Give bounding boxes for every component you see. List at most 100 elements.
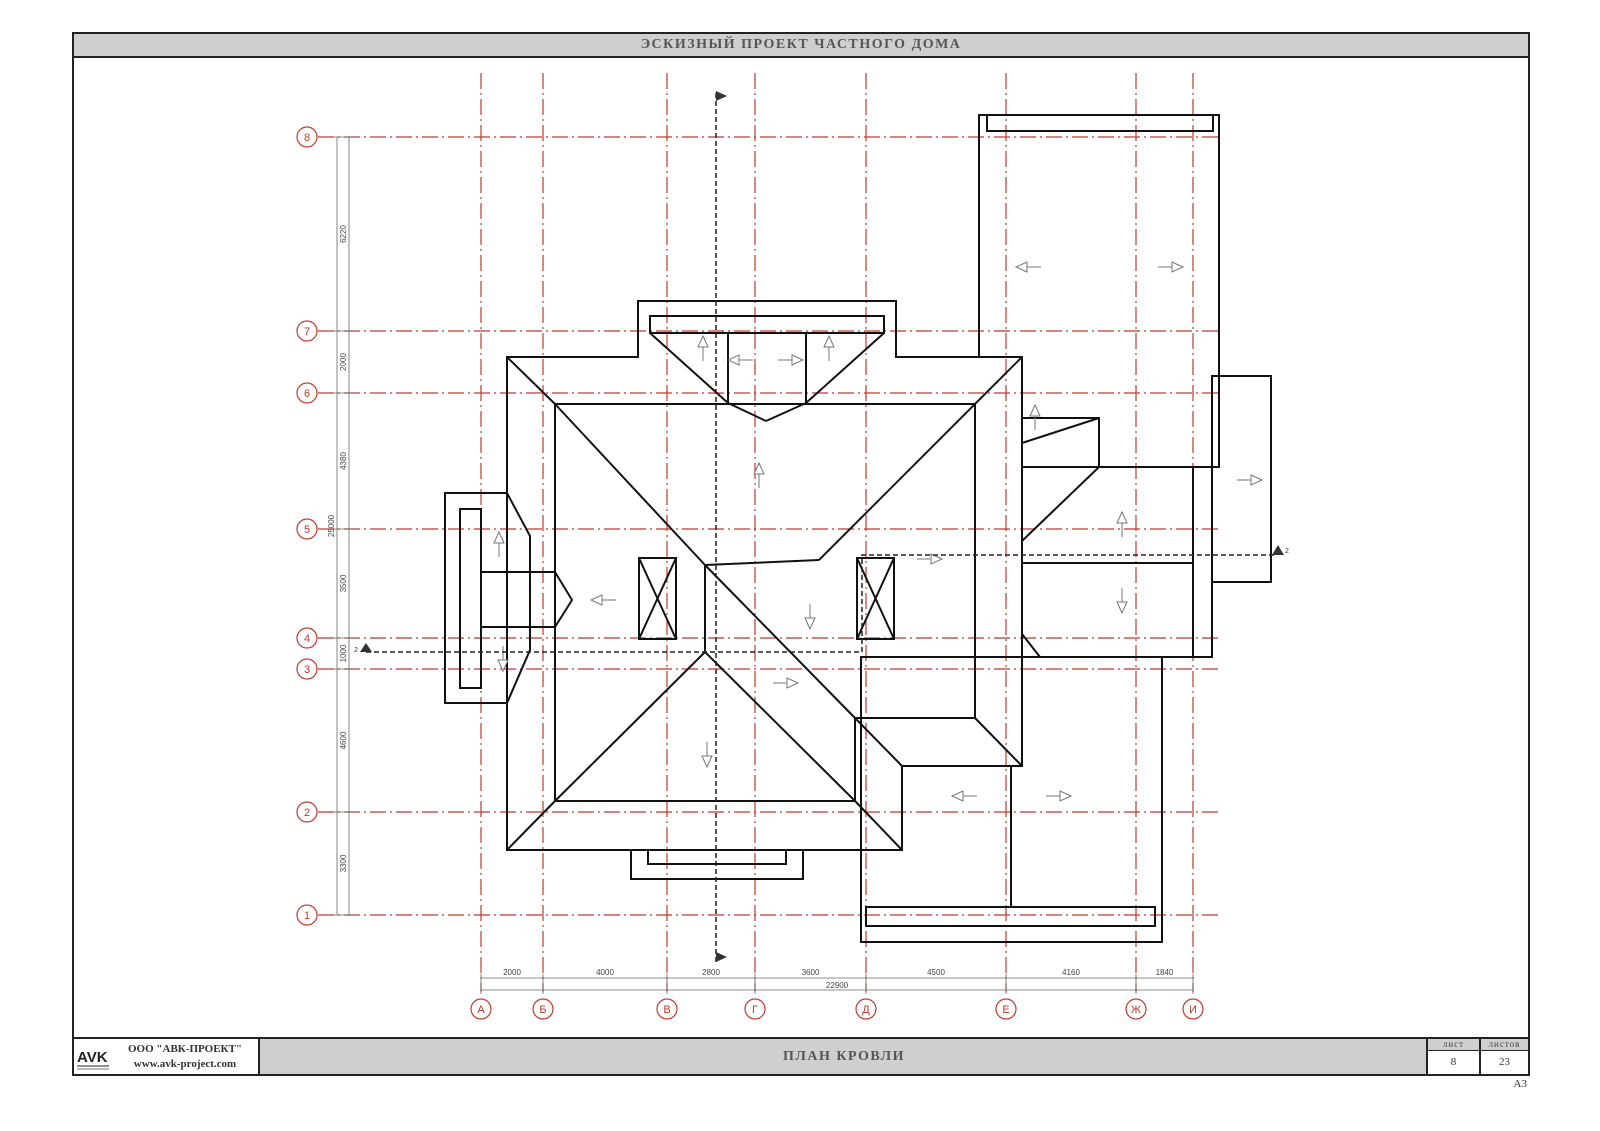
axis-label-2: 2	[304, 807, 310, 819]
sheets-total-cell: листов 23	[1479, 1039, 1528, 1074]
slope-arrow-3	[697, 334, 709, 361]
slope-arrow-18	[701, 742, 713, 769]
axis-label-6: 6	[304, 388, 310, 400]
dim-col-6: 4160	[1062, 968, 1080, 977]
roof-ridge-17	[765, 402, 807, 422]
axis-bubble-5	[296, 518, 318, 540]
axis-label-А: А	[477, 1004, 485, 1016]
axis-label-Г: Г	[752, 1004, 758, 1016]
slope-arrow-12	[1116, 510, 1128, 537]
roof-ridge-4	[854, 800, 903, 851]
roof-ridge-28	[856, 557, 895, 640]
axis-label-Д: Д	[862, 1004, 870, 1016]
dim-row-7: 6220	[339, 225, 348, 243]
axis-label-4: 4	[304, 633, 310, 645]
axis-bubble-Е	[995, 998, 1017, 1020]
axis-label-Е: Е	[1002, 1004, 1009, 1016]
slope-arrow-head	[497, 659, 509, 673]
title-block: AVK ООО "АВК-ПРОЕКТ" www.avk-project.com…	[72, 1037, 1530, 1076]
slope-arrow-16	[497, 646, 509, 673]
slope-arrow-17	[773, 677, 800, 689]
dim-col-4: 3600	[802, 968, 820, 977]
axis-label-В: В	[663, 1004, 670, 1016]
dim-row-total: 25000	[327, 514, 336, 537]
axis-bubble-4	[296, 627, 318, 649]
slope-arrow-head	[1029, 403, 1041, 417]
axis-bubble-7	[296, 320, 318, 342]
axis-bubble-2	[296, 801, 318, 823]
dim-row-4: 3500	[339, 574, 348, 592]
roof-ridge-12	[854, 717, 903, 767]
roof-ridge-2	[974, 356, 1023, 405]
axis-label-Ж: Ж	[1131, 1004, 1141, 1016]
company-info: ООО "АВК-ПРОЕКТ" www.avk-project.com	[112, 1039, 260, 1074]
roof-outline-8	[860, 656, 1163, 943]
section-line-2-2	[366, 554, 1276, 653]
sheets-total: 23	[1499, 1056, 1510, 1068]
dim-row-6: 2000	[339, 353, 348, 371]
dim-row-3: 1000	[339, 644, 348, 662]
slope-arrow-1	[1014, 261, 1041, 273]
roof-ridge-9	[554, 651, 706, 802]
axis-bubble-3	[296, 658, 318, 680]
slope-arrow-head	[1171, 261, 1185, 273]
slope-arrow-head	[950, 790, 964, 802]
company-site[interactable]: www.avk-project.com	[133, 1058, 237, 1070]
roof-ridge-7	[704, 559, 820, 566]
axis-bubble-А	[470, 998, 492, 1020]
slope-arrow-14	[804, 604, 816, 631]
dim-col-1: 2000	[503, 968, 521, 977]
sheet-label: лист	[1428, 1039, 1479, 1051]
dim-col-7: 1840	[1156, 968, 1174, 977]
slope-arrow-7	[1029, 403, 1041, 430]
slope-arrow-4	[823, 334, 835, 361]
axis-bubble-Г	[744, 998, 766, 1020]
dim-col-2: 4000	[596, 968, 614, 977]
slope-arrow-head	[1116, 510, 1128, 524]
slope-arrow-6	[778, 354, 805, 366]
company-logo: AVK	[74, 1039, 113, 1074]
slope-arrow-head	[823, 334, 835, 348]
slope-arrow-head	[1250, 474, 1264, 486]
roof-outline-12	[444, 492, 531, 704]
slope-arrow-head	[726, 354, 740, 366]
axis-label-Б: Б	[539, 1004, 546, 1016]
slope-arrow-head	[1116, 601, 1128, 615]
slope-arrow-head	[701, 755, 713, 769]
roof-ridge-26	[638, 557, 677, 640]
axis-label-3: 3	[304, 664, 310, 676]
roof-ridge-3	[506, 800, 556, 851]
slope-arrow-head	[753, 461, 765, 475]
axis-bubble-6	[296, 382, 318, 404]
axis-label-8: 8	[304, 132, 310, 144]
roof-ridge-20	[1021, 417, 1100, 444]
dim-row-5: 4380	[339, 452, 348, 470]
roof-ridge-10	[704, 651, 856, 802]
slope-arrow-head	[589, 594, 603, 606]
dim-col-5: 4500	[927, 968, 945, 977]
roof-ridge-16	[727, 402, 767, 422]
dim-col-3: 2800	[702, 968, 720, 977]
slope-arrow-9	[1237, 474, 1264, 486]
section-mark-left	[360, 643, 372, 652]
section-label-left: 2	[354, 647, 358, 654]
roof-outline-9	[865, 906, 1156, 927]
slope-arrow-19	[950, 790, 977, 802]
slope-arrow-8	[753, 461, 765, 488]
roof-outline-11	[647, 849, 787, 865]
roof-outline-13	[459, 508, 482, 689]
slope-arrow-5	[726, 354, 753, 366]
roof-ridge-6	[818, 403, 976, 561]
company-name: ООО "АВК-ПРОЕКТ"	[128, 1043, 242, 1055]
roof-ridge-21	[1021, 466, 1100, 542]
section-mark-right	[1272, 545, 1284, 555]
roof-ridge-13	[974, 717, 1023, 767]
axis-bubble-1	[296, 904, 318, 926]
section-mark-top	[716, 91, 727, 101]
slope-arrow-head	[791, 354, 805, 366]
slope-arrow-15	[1116, 588, 1128, 615]
axis-label-7: 7	[304, 326, 310, 338]
slope-arrow-11	[917, 553, 944, 565]
drawing-frame	[72, 32, 1530, 1076]
